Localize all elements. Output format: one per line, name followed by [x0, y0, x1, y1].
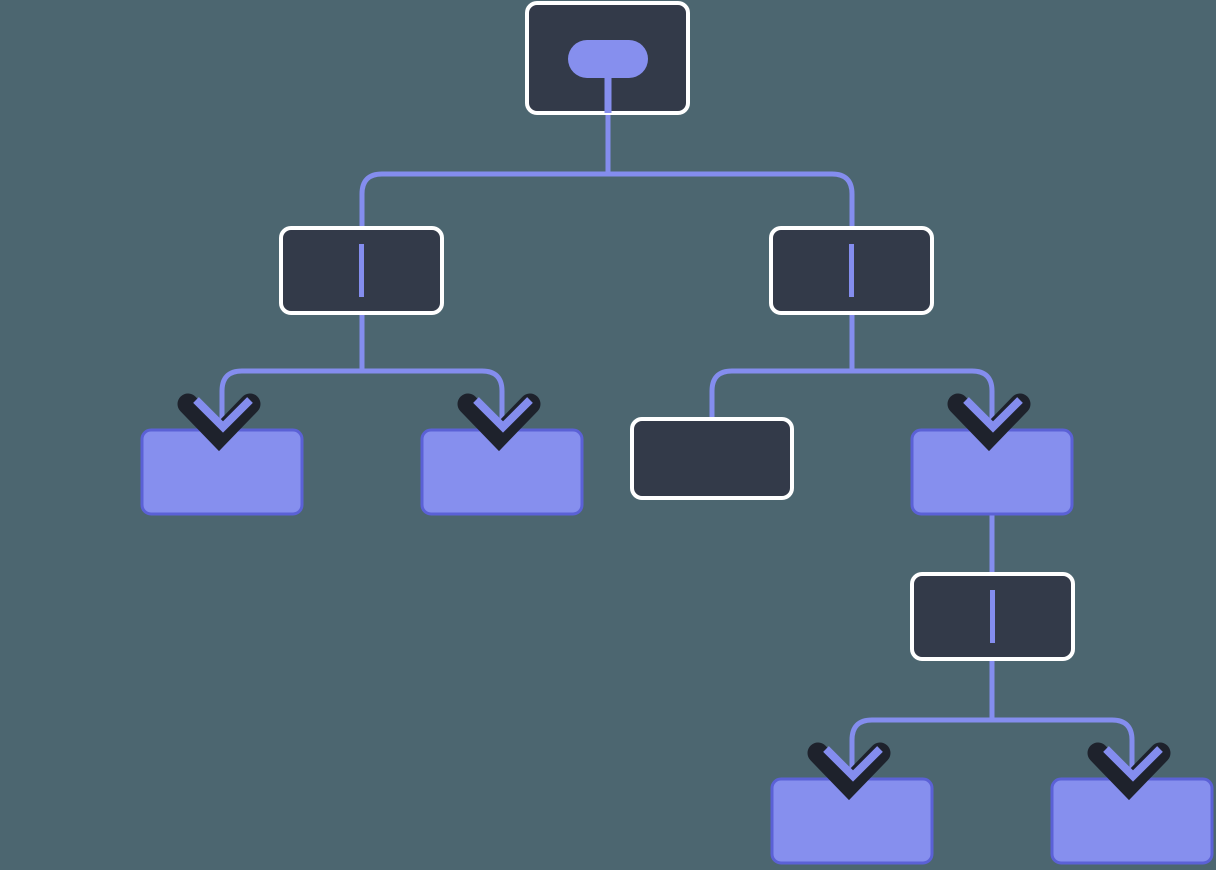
arrowhead-leaf-2 — [457, 393, 541, 452]
arrowhead-leaf-1 — [177, 393, 261, 452]
arrowhead-layer — [177, 393, 1171, 801]
branch-node-left-passthrough-line — [359, 244, 364, 297]
branch-node-right[interactable] — [769, 226, 934, 315]
edge-left-to-leaf1 — [219, 368, 362, 430]
arrowhead-leaf-3-accent-chevron — [963, 397, 1023, 433]
arrowhead-leaf-5-accent-chevron — [1103, 746, 1163, 782]
arrowhead-leaf-4-accent-chevron — [823, 746, 883, 782]
arrowhead-leaf-2-accent-chevron — [473, 397, 533, 433]
edge-root-to-left — [359, 171, 608, 270]
arrowhead-leaf-4 — [807, 742, 891, 801]
arrowhead-leaf-5 — [1087, 742, 1171, 801]
edge-sub-to-leaf5 — [992, 717, 1135, 779]
collapsed-node-body[interactable] — [630, 417, 794, 500]
branch-node-right-passthrough-line — [849, 244, 854, 297]
edge-right-to-darkleaf — [709, 368, 852, 419]
edge-left-to-leaf2 — [362, 368, 505, 430]
root-pill-badge — [568, 40, 648, 78]
root-pill-badge-stem — [604, 59, 612, 113]
node-layer — [140, 1, 1214, 865]
arrowhead-leaf-3 — [947, 393, 1031, 452]
edge-root-to-right — [608, 171, 855, 270]
branch-node-sub[interactable] — [910, 572, 1075, 661]
arrowhead-leaf-1-accent-chevron — [193, 397, 253, 433]
branch-node-left[interactable] — [279, 226, 444, 315]
collapsed-node[interactable] — [630, 417, 794, 500]
branch-node-sub-passthrough-line — [990, 590, 995, 643]
edge-right-to-leaf3 — [852, 368, 995, 430]
edge-sub-to-leaf4 — [849, 717, 992, 779]
root-node[interactable] — [525, 1, 690, 115]
